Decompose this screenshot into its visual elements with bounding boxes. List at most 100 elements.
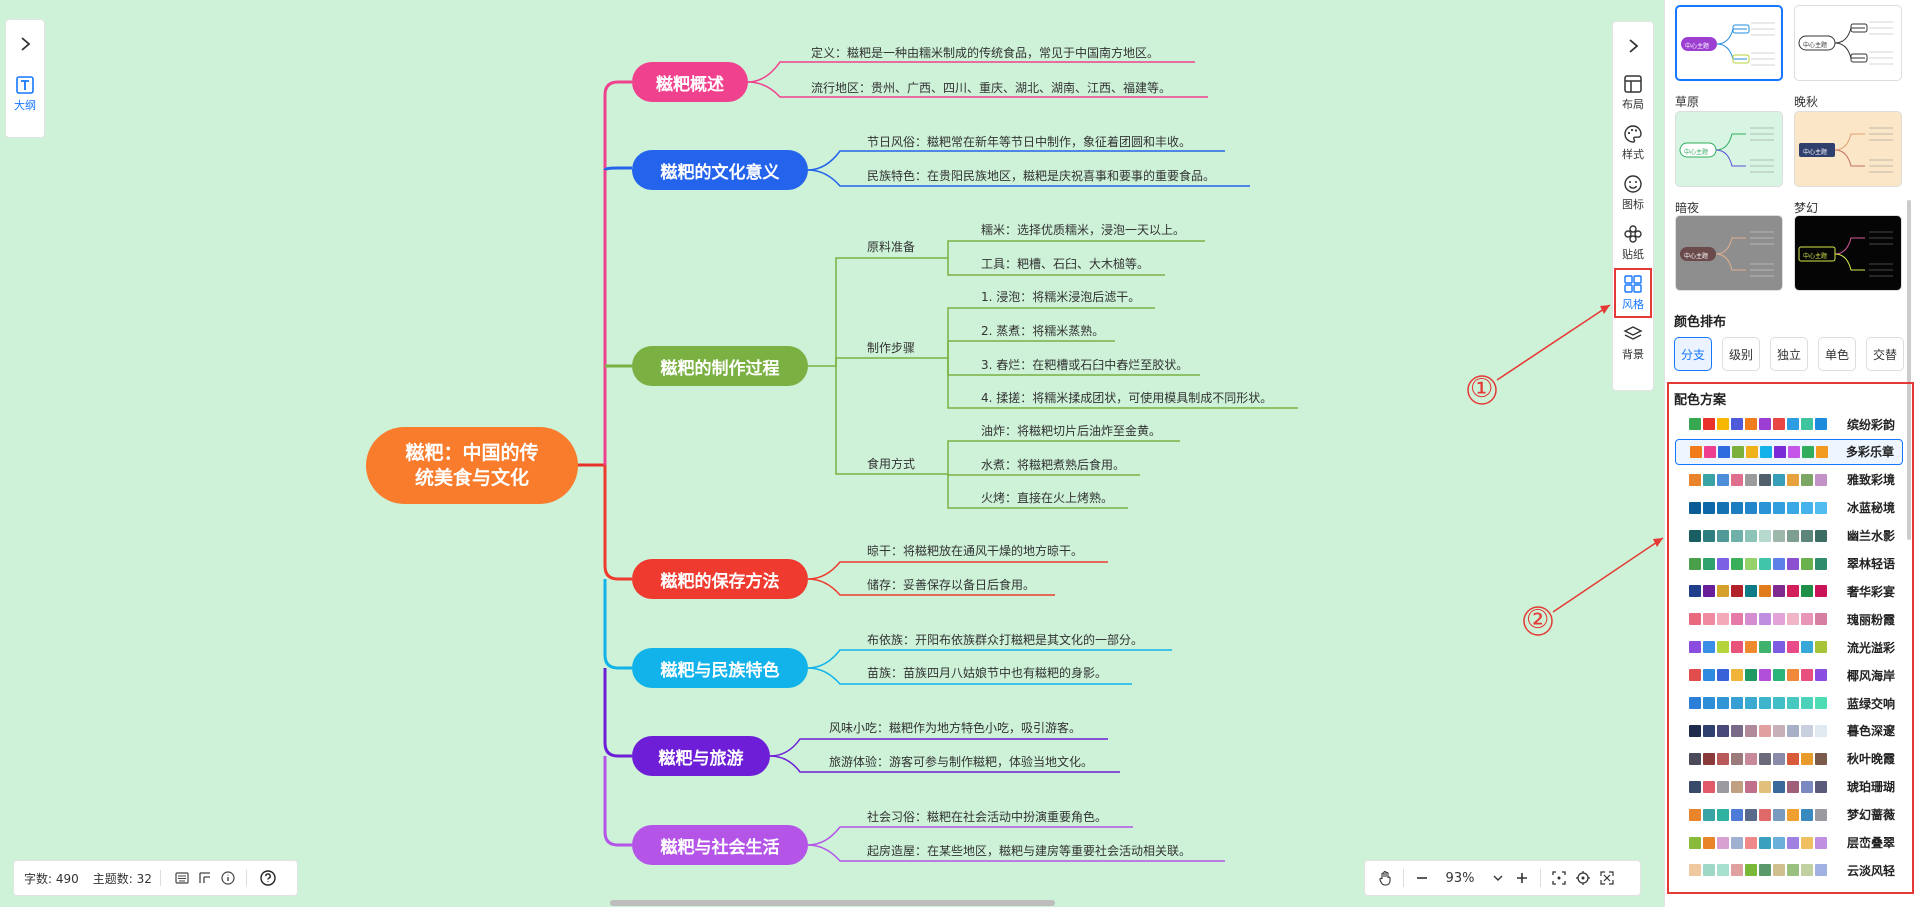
color-swatch — [1745, 780, 1757, 793]
leaf-topic[interactable]: 起房造屋：在某些地区，糍粑与建房等重要社会活动相关联。 — [867, 844, 1192, 858]
palette-icon — [1624, 125, 1642, 143]
color-scheme-option[interactable]: 椰风海岸 — [1675, 662, 1903, 688]
structure-icon[interactable] — [195, 868, 215, 888]
theme-card[interactable]: 中心主题 — [1794, 5, 1902, 81]
color-scheme-title: 配色方案 — [1674, 393, 1727, 408]
leaf-topic[interactable]: 2. 蒸煮：将糯米蒸熟。 — [981, 324, 1105, 338]
color-order-level[interactable]: 级别 — [1722, 337, 1760, 371]
expand-outline-toggle[interactable] — [11, 30, 39, 58]
color-scheme-option[interactable]: 暮色深邃 — [1675, 718, 1903, 744]
leaf-topic[interactable]: 1. 浸泡：将糯米浸泡后滤干。 — [981, 290, 1141, 304]
toolbar-background[interactable]: 背景 — [1614, 318, 1652, 368]
color-scheme-option[interactable]: 瑰丽粉霞 — [1675, 606, 1903, 632]
leaf-topic[interactable]: 工具：粑槽、石臼、大木槌等。 — [981, 257, 1150, 271]
toolbar-layout[interactable]: 布局 — [1614, 68, 1652, 118]
theme-mini-label: 中心主题 — [1803, 253, 1828, 260]
locate-center-icon[interactable] — [1571, 866, 1595, 890]
theme-card[interactable]: 中心主题 — [1675, 5, 1783, 81]
color-swatch — [1731, 418, 1743, 430]
zoom-out-icon[interactable] — [1410, 866, 1434, 890]
color-scheme-option[interactable]: 蓝绿交响 — [1675, 690, 1903, 716]
subtopic[interactable]: 制作步骤 — [867, 341, 916, 355]
color-swatches — [1690, 445, 1830, 458]
fit-view-icon[interactable] — [1547, 866, 1571, 890]
toolbar-stickers[interactable]: 贴纸 — [1614, 218, 1652, 268]
leaf-topic[interactable]: 晾干：将糍粑放在通风干燥的地方晾干。 — [867, 544, 1084, 558]
color-scheme-option[interactable]: 多彩乐章 — [1675, 438, 1903, 465]
color-scheme-option[interactable]: 雅致彩境 — [1675, 467, 1903, 493]
color-swatch — [1745, 864, 1757, 877]
info-icon[interactable] — [218, 868, 238, 888]
color-swatch — [1689, 473, 1701, 486]
subtopic[interactable]: 食用方式 — [867, 457, 916, 471]
leaf-topic[interactable]: 油炸：将糍粑切片后油炸至金黄。 — [981, 424, 1162, 438]
panel-scrollbar[interactable] — [1907, 200, 1911, 540]
branch-topic[interactable]: 糍粑与旅游 — [632, 736, 770, 776]
leaf-topic[interactable]: 社会习俗：糍粑在社会活动中扮演重要角色。 — [867, 810, 1108, 824]
leaf-topic[interactable]: 3. 舂烂：在粑槽或石臼中舂烂至胶状。 — [981, 358, 1189, 372]
theme-card-grassland[interactable]: 中心主题 — [1675, 111, 1783, 187]
theme-card-dark-night[interactable]: 中心主题 — [1675, 215, 1783, 291]
leaf-topic[interactable]: 民族特色：在贵阳民族地区，糍粑是庆祝喜事和要事的重要食品。 — [867, 169, 1216, 183]
branch-topic[interactable]: 糍粑的制作过程 — [632, 346, 808, 386]
leaf-topic[interactable]: 风味小吃：糍粑作为地方特色小吃，吸引游客。 — [829, 721, 1082, 735]
leaf-topic[interactable]: 糯米：选择优质糯米，浸泡一天以上。 — [981, 223, 1186, 237]
help-icon[interactable] — [258, 868, 278, 888]
leaf-topic[interactable]: 节日风俗：糍粑常在新年等节日中制作，象征着团圆和丰收。 — [867, 135, 1192, 149]
color-swatch — [1801, 473, 1813, 486]
chevron-down-icon[interactable] — [1486, 866, 1510, 890]
color-scheme-option[interactable]: 缤纷彩韵 — [1675, 411, 1903, 437]
outline-button[interactable]: 大纲 — [14, 76, 36, 113]
color-scheme-option[interactable]: 层峦叠翠 — [1675, 830, 1903, 856]
branch-topic[interactable]: 糍粑的保存方法 — [632, 559, 808, 599]
color-scheme-option[interactable]: 奢华彩宴 — [1675, 578, 1903, 604]
theme-name: 草原 — [1675, 95, 1700, 109]
subtopic[interactable]: 原料准备 — [867, 240, 916, 254]
zoom-level[interactable]: 93% — [1445, 870, 1475, 886]
color-swatch — [1759, 613, 1771, 626]
branch-topic[interactable]: 糍粑的文化意义 — [632, 150, 808, 190]
color-scheme-option[interactable]: 翠林轻语 — [1675, 551, 1903, 577]
color-order-independent[interactable]: 独立 — [1770, 337, 1808, 371]
leaf-topic[interactable]: 布依族：开阳布依族群众打糍粑是其文化的一部分。 — [867, 633, 1144, 647]
collapse-panel-toggle[interactable] — [1619, 32, 1647, 60]
color-swatches — [1689, 473, 1829, 486]
toolbar-theme-style[interactable]: 风格 — [1614, 268, 1652, 318]
color-order-single[interactable]: 单色 — [1818, 337, 1856, 371]
toolbar-style[interactable]: 样式 — [1614, 118, 1652, 168]
hand-pan-icon[interactable] — [1373, 866, 1397, 890]
leaf-topic[interactable]: 4. 揉搓：将糯米揉成团状，可使用模具制成不同形状。 — [981, 391, 1273, 405]
color-scheme-option[interactable]: 冰蓝秘境 — [1675, 495, 1903, 521]
branch-topic[interactable]: 糍粑与民族特色 — [632, 648, 808, 688]
color-order-branch[interactable]: 分支 — [1674, 337, 1712, 371]
leaf-topic[interactable]: 苗族：苗族四月八姑娘节中也有糍粑的身影。 — [867, 666, 1108, 680]
leaf-topic[interactable]: 储存：妥善保存以备日后食用。 — [867, 578, 1036, 592]
root-topic[interactable]: 糍粑：中国的传 统美食与文化 — [366, 427, 578, 504]
color-scheme-option[interactable]: 琥珀珊瑚 — [1675, 774, 1903, 800]
color-swatch — [1745, 557, 1757, 570]
color-order-alternate[interactable]: 交替 — [1866, 337, 1904, 371]
leaf-topic[interactable]: 火烤：直接在火上烤熟。 — [981, 491, 1114, 505]
leaf-topic[interactable]: 旅游体验：游客可参与制作糍粑，体验当地文化。 — [829, 755, 1094, 769]
leaf-topic[interactable]: 流行地区：贵州、广西、四川、重庆、湖北、湖南、江西、福建等。 — [811, 81, 1172, 95]
color-swatch — [1815, 585, 1827, 598]
horizontal-scrollbar[interactable] — [610, 900, 1055, 906]
branch-topic[interactable]: 糍粑与社会生活 — [632, 825, 808, 865]
leaf-topic[interactable]: 水煮：将糍粑煮熟后食用。 — [981, 458, 1126, 472]
leaf-topic[interactable]: 定义：糍粑是一种由糯米制成的传统食品，常见于中国南方地区。 — [811, 46, 1160, 60]
divider — [1540, 869, 1541, 887]
theme-card-late-autumn[interactable]: 中心主题 — [1794, 111, 1902, 187]
color-scheme-option[interactable]: 梦幻蔷薇 — [1675, 802, 1903, 828]
zoom-in-icon[interactable] — [1510, 866, 1534, 890]
color-scheme-option[interactable]: 幽兰水影 — [1675, 523, 1903, 549]
theme-card-dream[interactable]: 中心主题 — [1794, 215, 1902, 291]
fullscreen-icon[interactable] — [1595, 866, 1619, 890]
color-swatch — [1731, 669, 1743, 682]
keyboard-icon[interactable] — [172, 868, 192, 888]
color-scheme-option[interactable]: 流光溢彩 — [1675, 634, 1903, 660]
toolbar-icons[interactable]: 图标 — [1614, 168, 1652, 218]
branch-topic[interactable]: 糍粑概述 — [632, 62, 748, 102]
color-scheme-option[interactable]: 云淡风轻 — [1675, 857, 1903, 883]
color-swatch — [1717, 808, 1729, 821]
color-scheme-option[interactable]: 秋叶晚霞 — [1675, 746, 1903, 772]
